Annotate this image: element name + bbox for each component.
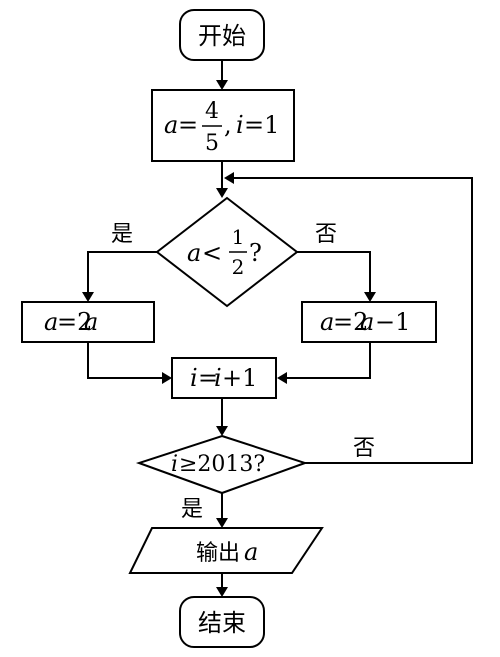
arrowhead — [162, 372, 172, 384]
cond1-frac-denominator: 2 — [232, 255, 245, 279]
yes-box-a-var2: a — [84, 308, 98, 336]
arrowhead — [216, 80, 228, 90]
cond2-yes-label: 是 — [181, 497, 203, 522]
incr-plus-one: +1 — [222, 364, 257, 392]
init-a-var: a — [164, 111, 178, 139]
arrowhead — [224, 172, 234, 184]
end-label: 结束 — [198, 609, 246, 637]
cond1-frac-numerator: 1 — [232, 225, 245, 249]
cond1-question-mark: ? — [249, 239, 262, 267]
incr-i-var2: i — [214, 364, 222, 392]
arrowhead — [216, 188, 228, 198]
cond1-yes-label: 是 — [111, 222, 133, 247]
init-frac-denominator: 5 — [205, 131, 219, 156]
cond2-i-var: i — [171, 452, 178, 477]
incr-equals: = — [198, 364, 218, 392]
assign-double-minus-one-box — [301, 301, 437, 343]
edge-cond1-yes — [87, 251, 157, 294]
arrowhead — [216, 587, 228, 597]
no-box-eq: =2 — [333, 308, 368, 336]
start-label: 开始 — [198, 22, 246, 50]
no-box-a-var2: a — [360, 308, 374, 336]
init-comma: , — [224, 111, 232, 139]
incr-i-var: i — [190, 364, 198, 392]
output-label: 输出 — [196, 541, 240, 566]
arrowhead — [216, 426, 228, 436]
cond2-no-label: 否 — [353, 436, 375, 461]
assign-double-box — [21, 301, 155, 343]
yes-box-eq: =2 — [57, 308, 92, 336]
arrowhead — [216, 518, 228, 528]
init-i-assign: =1 — [244, 111, 279, 139]
start-terminal — [179, 9, 265, 61]
increment-box — [171, 357, 277, 399]
edges — [82, 60, 473, 597]
output-a-var: a — [244, 538, 258, 566]
cond1-no-label: 否 — [315, 222, 337, 247]
arrowhead — [82, 292, 94, 302]
condition1-diamond — [155, 196, 299, 308]
arrowhead — [277, 372, 287, 384]
edge-yesbox-to-incr — [87, 342, 164, 379]
no-box-a-var: a — [320, 308, 334, 336]
edge-cond2-no-loop — [232, 177, 473, 464]
condition2-diamond — [135, 434, 309, 495]
cond2-condition-rest: ≥2013? — [179, 452, 265, 477]
arrowhead — [364, 292, 376, 302]
edge-cond1-no — [297, 251, 371, 294]
yes-box-a-var: a — [44, 308, 58, 336]
init-i-var: i — [236, 111, 244, 139]
init-process-box — [151, 89, 295, 162]
end-terminal — [179, 596, 265, 648]
init-frac-numerator: 4 — [205, 99, 219, 124]
output-parallelogram — [128, 527, 324, 574]
no-box-minus-one: −1 — [375, 308, 410, 336]
init-equals: = — [178, 111, 198, 139]
cond1-a-var: a — [187, 239, 201, 267]
edge-nobox-to-incr — [285, 342, 371, 379]
cond1-less-than: < — [202, 239, 222, 267]
